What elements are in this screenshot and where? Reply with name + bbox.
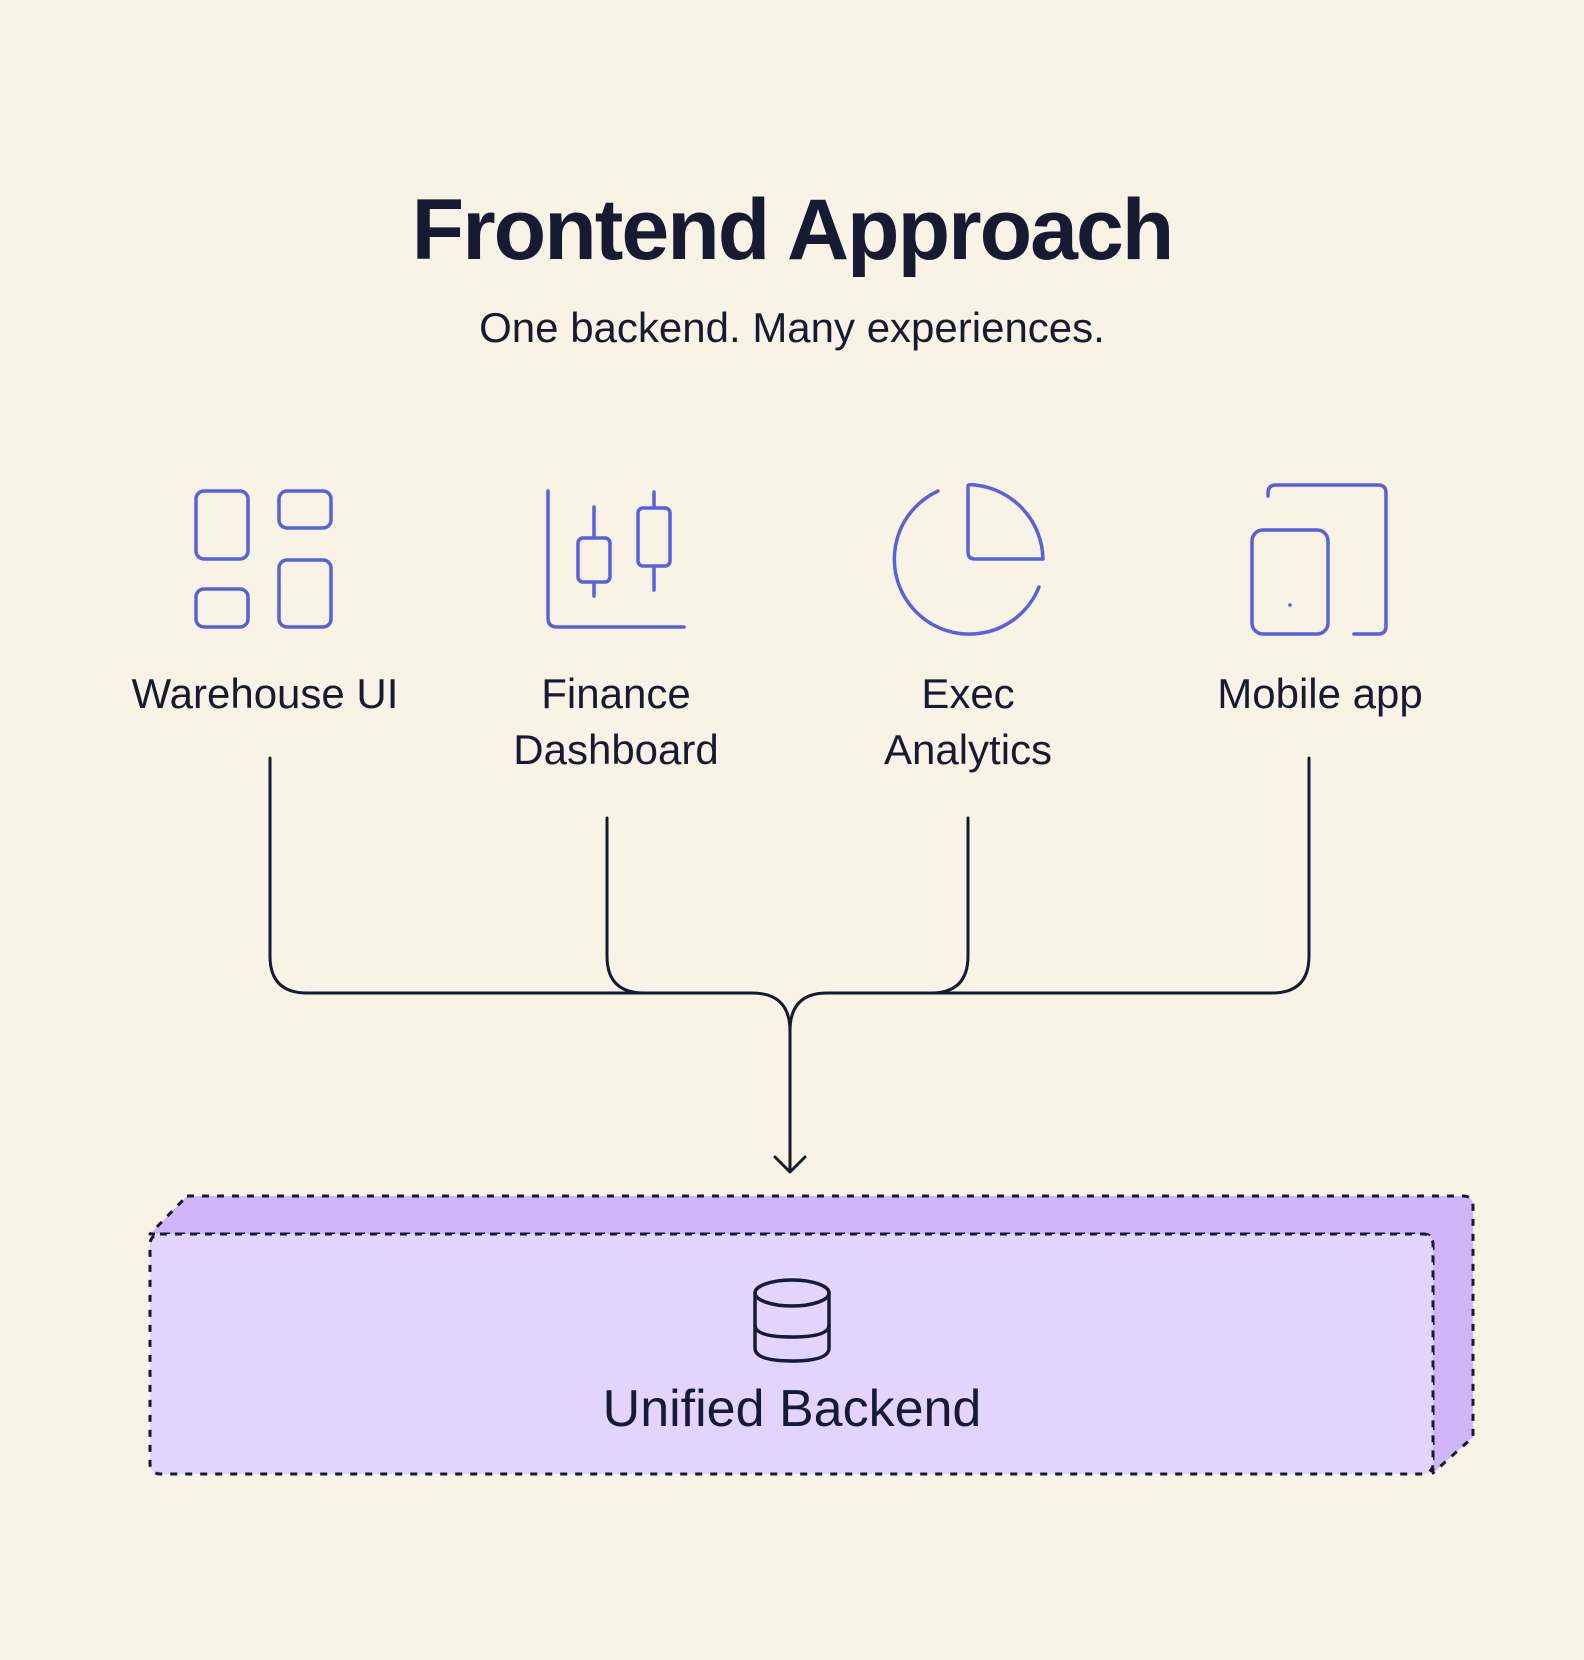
frontend-label-line2: Analytics [883, 726, 1053, 773]
connector-lines [268, 756, 1311, 1174]
backend-box [148, 1194, 1475, 1476]
pie-chart-icon [892, 482, 1045, 636]
frontend-mobile-app: Mobile app [1160, 666, 1480, 722]
frontend-exec-analytics: Exec Analytics [808, 666, 1128, 778]
page-title: Frontend Approach [411, 182, 1175, 278]
dashboard-grid-icon [194, 489, 333, 629]
backend-label: Unified Backend [602, 1380, 982, 1438]
frontend-label-line1: Exec [921, 670, 1015, 717]
frontend-label-line1: Warehouse UI [131, 670, 399, 717]
arrow-head [773, 1155, 807, 1174]
candlestick-chart-icon [546, 489, 686, 629]
database-icon [753, 1278, 831, 1363]
page-subtitle: One backend. Many experiences. [479, 304, 1105, 351]
frontend-warehouse-ui: Warehouse UI [105, 666, 425, 722]
frontend-label-line1: Finance [541, 670, 691, 717]
mobile-device-icon [1250, 483, 1388, 636]
frontend-finance-dashboard: Finance Dashboard [456, 666, 776, 778]
frontend-label-line1: Mobile app [1217, 670, 1423, 717]
frontend-label-line2: Dashboard [513, 726, 719, 773]
